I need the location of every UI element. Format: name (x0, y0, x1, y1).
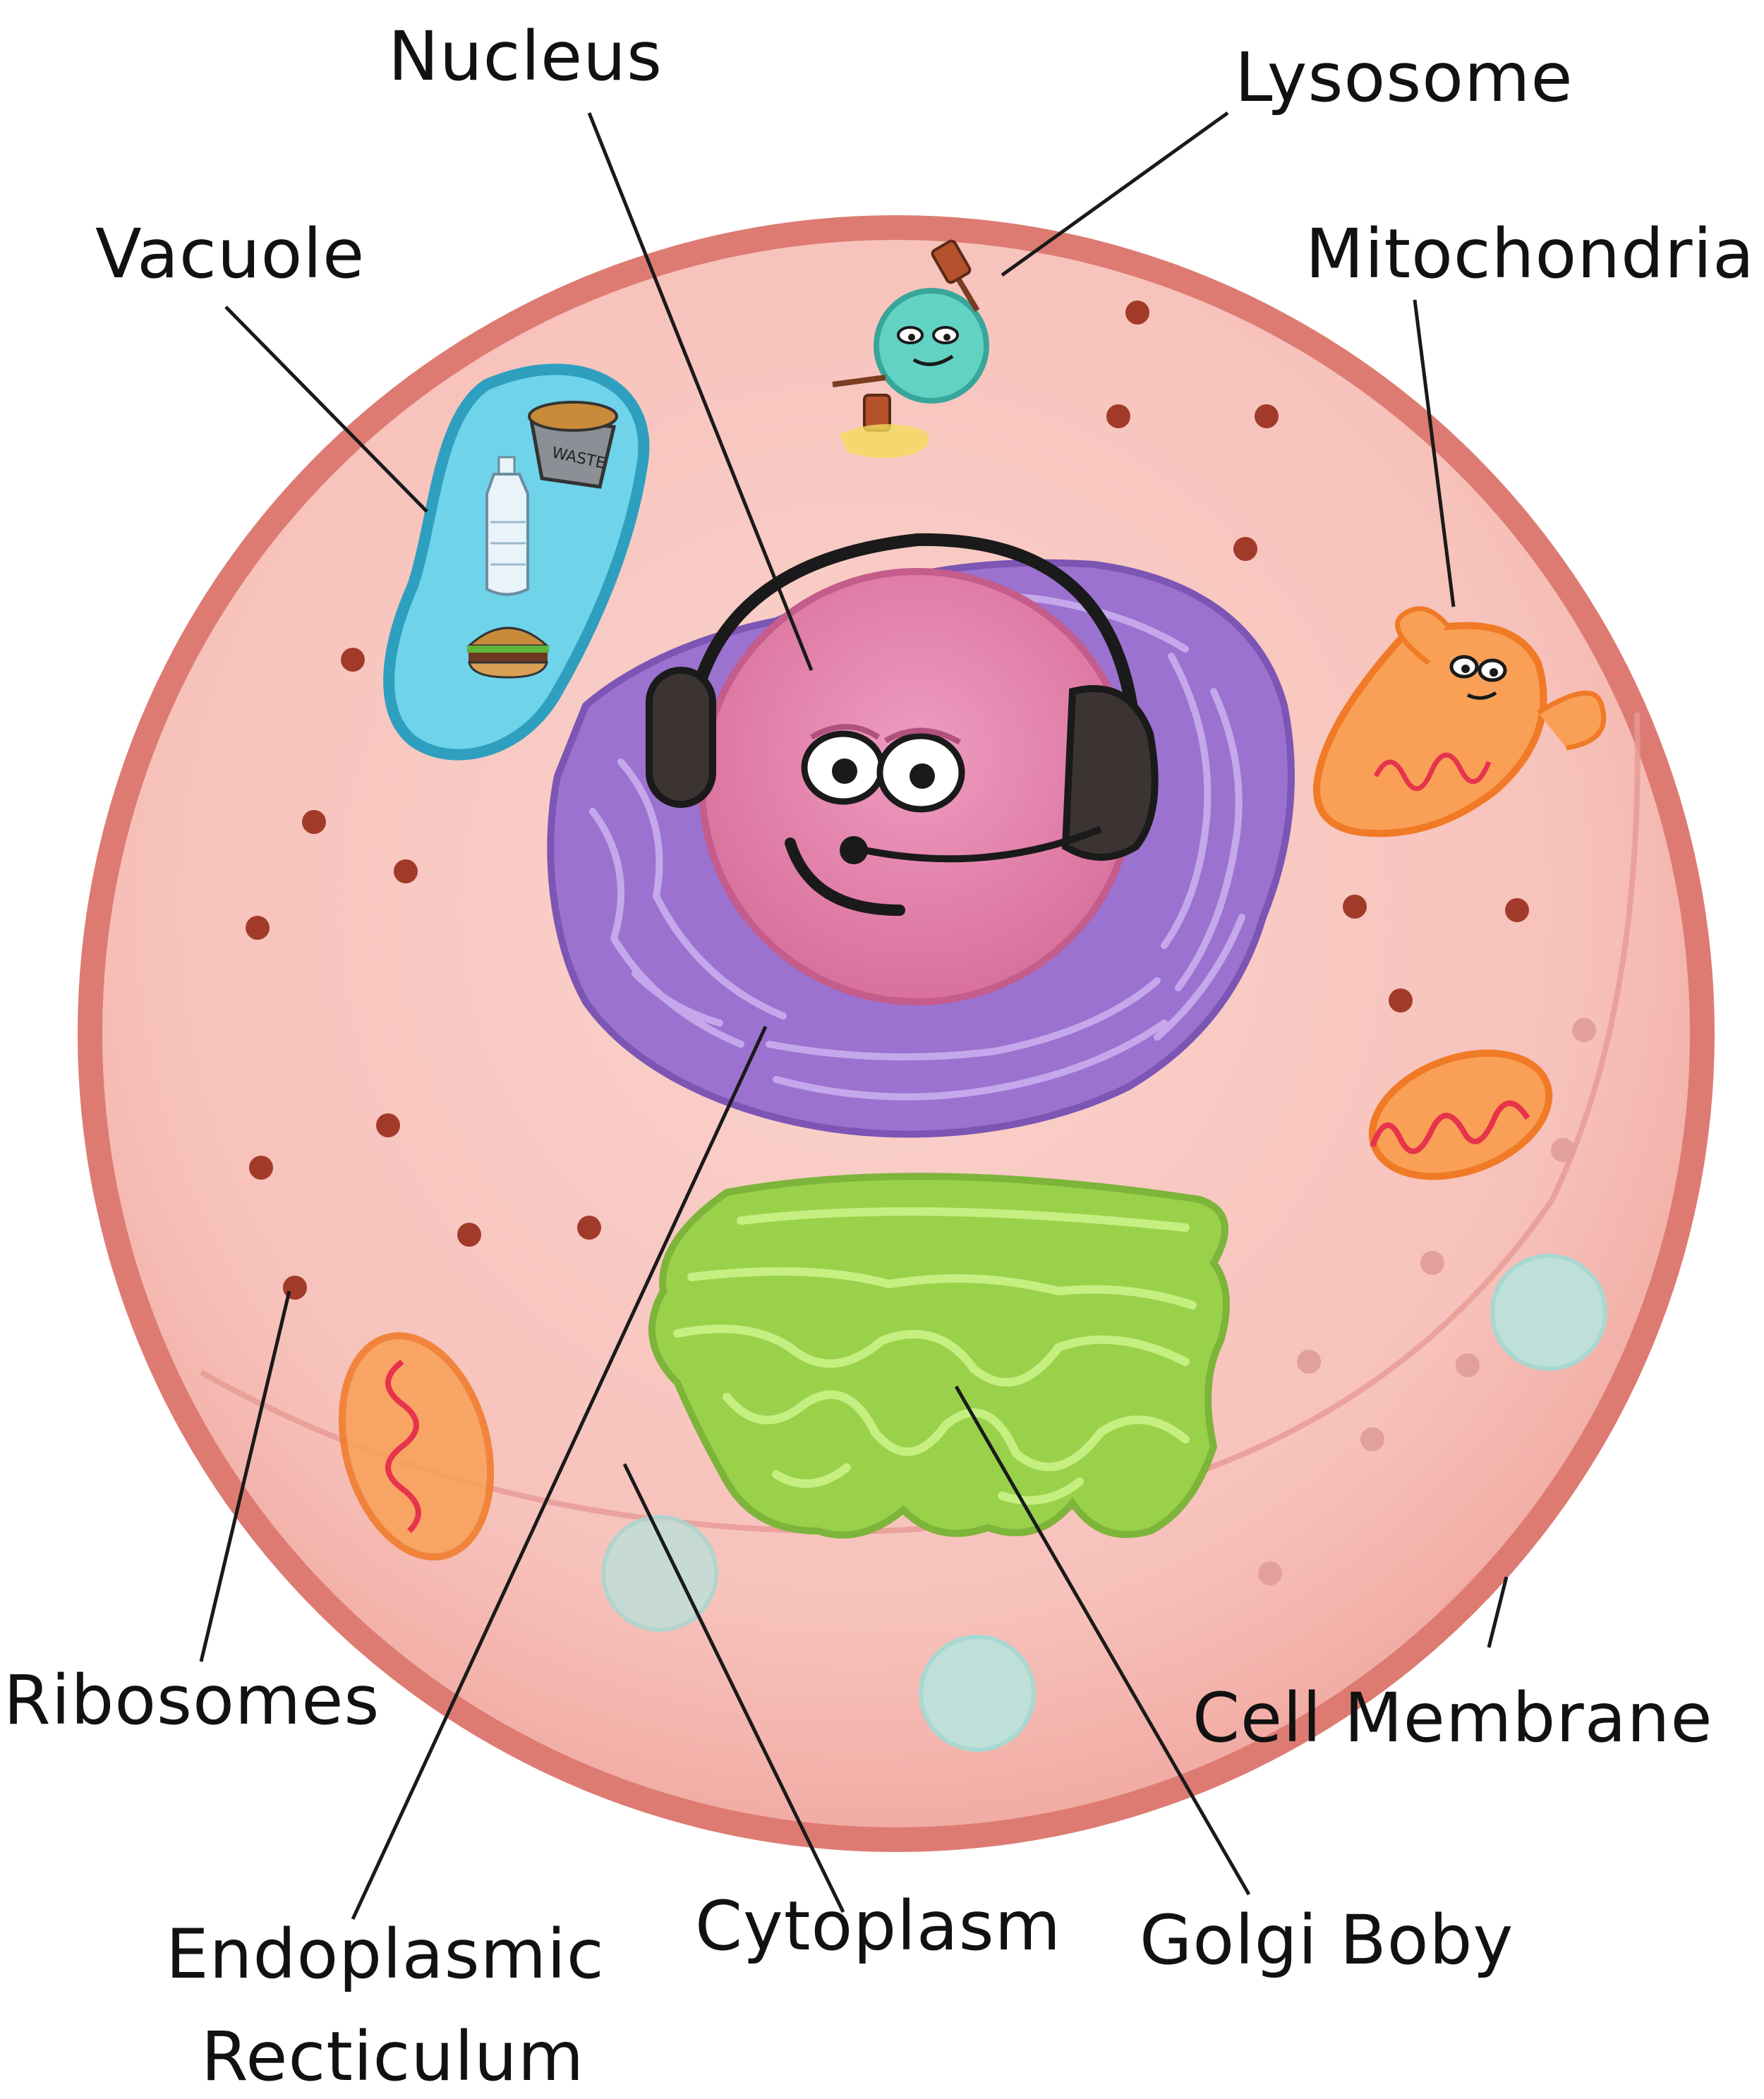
cytoplasm-label: Cytoplasm (695, 1887, 1062, 1966)
ribosomes-leader-line (199, 1290, 291, 1662)
headphone-right-icon (1061, 685, 1159, 861)
mitochondria-label: Mitochondria (1305, 214, 1755, 294)
waste-bin-icon: WASTE (528, 401, 618, 489)
mitochondrion-left (338, 1332, 495, 1561)
golgi-body (648, 1173, 1230, 1539)
golgi-label: Golgi Boby (1140, 1901, 1514, 1980)
membrane-fold (200, 712, 1641, 1535)
burger-icon (466, 627, 550, 679)
mitochondrion-right (1368, 1049, 1553, 1180)
water-bottle-icon (485, 456, 529, 596)
er-label-line2: Recticulum (201, 2017, 585, 2096)
lysosome-label: Lysosome (1235, 38, 1573, 117)
lysosome-leader-line (1001, 111, 1229, 277)
ribosome-dots (246, 301, 1529, 1300)
cell-membrane-leader-line (1487, 1576, 1509, 1648)
mitochondrion-flexing (1313, 606, 1607, 837)
vacuole-label: Vacuole (95, 214, 366, 294)
hammer-icon (832, 239, 980, 432)
faded-ribosome-dots (1258, 1018, 1596, 1585)
nucleus-leader-line (587, 112, 814, 671)
er-label-line1: Endoplasmic (166, 1915, 605, 1994)
ribosomes-label: Ribosomes (4, 1661, 380, 1740)
leader-lines (199, 111, 1509, 1920)
nucleus-label: Nucleus (388, 17, 663, 96)
lysosome (832, 239, 989, 458)
nucleus (646, 533, 1159, 1005)
golgi-leader-line (954, 1385, 1251, 1896)
cytoplasm-leader-line (622, 1463, 845, 1913)
headphone-left-icon (646, 667, 716, 808)
vesicles (601, 1254, 1607, 1752)
er-leader-line (351, 1025, 768, 1920)
vacuole-leader-line (224, 306, 428, 513)
cell-membrane-label: Cell Membrane (1192, 1678, 1713, 1758)
mitochondria-leader-line (1413, 299, 1456, 607)
vacuole: WASTE (383, 363, 650, 761)
